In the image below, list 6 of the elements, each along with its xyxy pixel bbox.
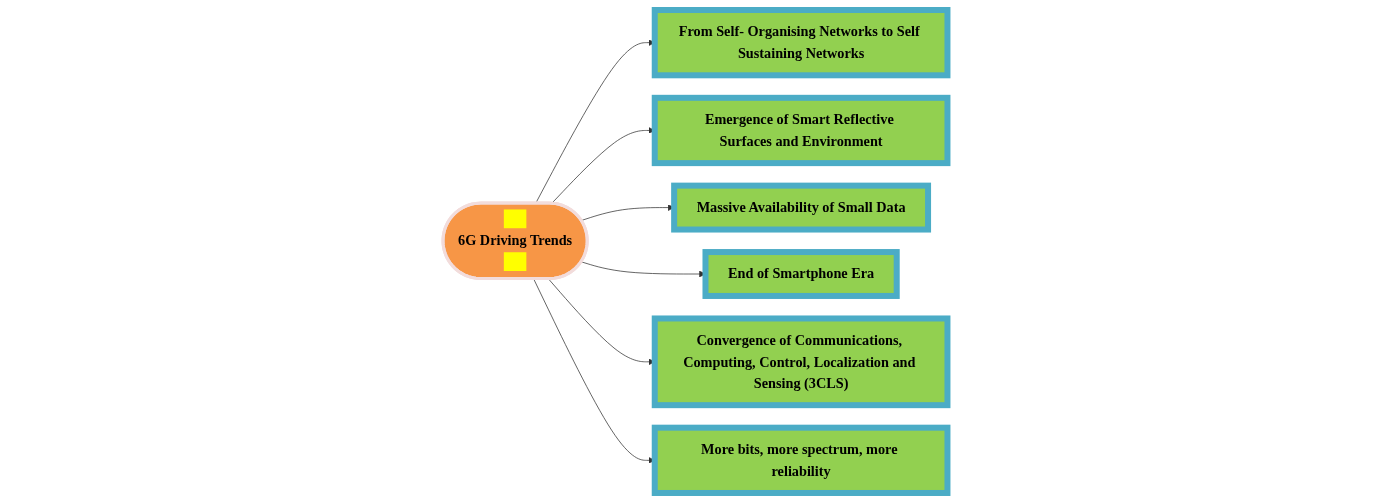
node-box: More bits, more spectrum, more reliability [651,424,951,496]
node-box: From Self- Organising Networks to Self Sustaining Networks [651,7,951,79]
node-box: Convergence of Communications, Computing, Control, Localization and Sensing (3CLS) [651,315,951,409]
node-box: Massive Availability of Small Data [670,182,931,233]
node-box: End of Smartphone Era [702,249,900,299]
node-box: Emergence of Smart Reflective Surfaces and Environment [651,94,951,167]
